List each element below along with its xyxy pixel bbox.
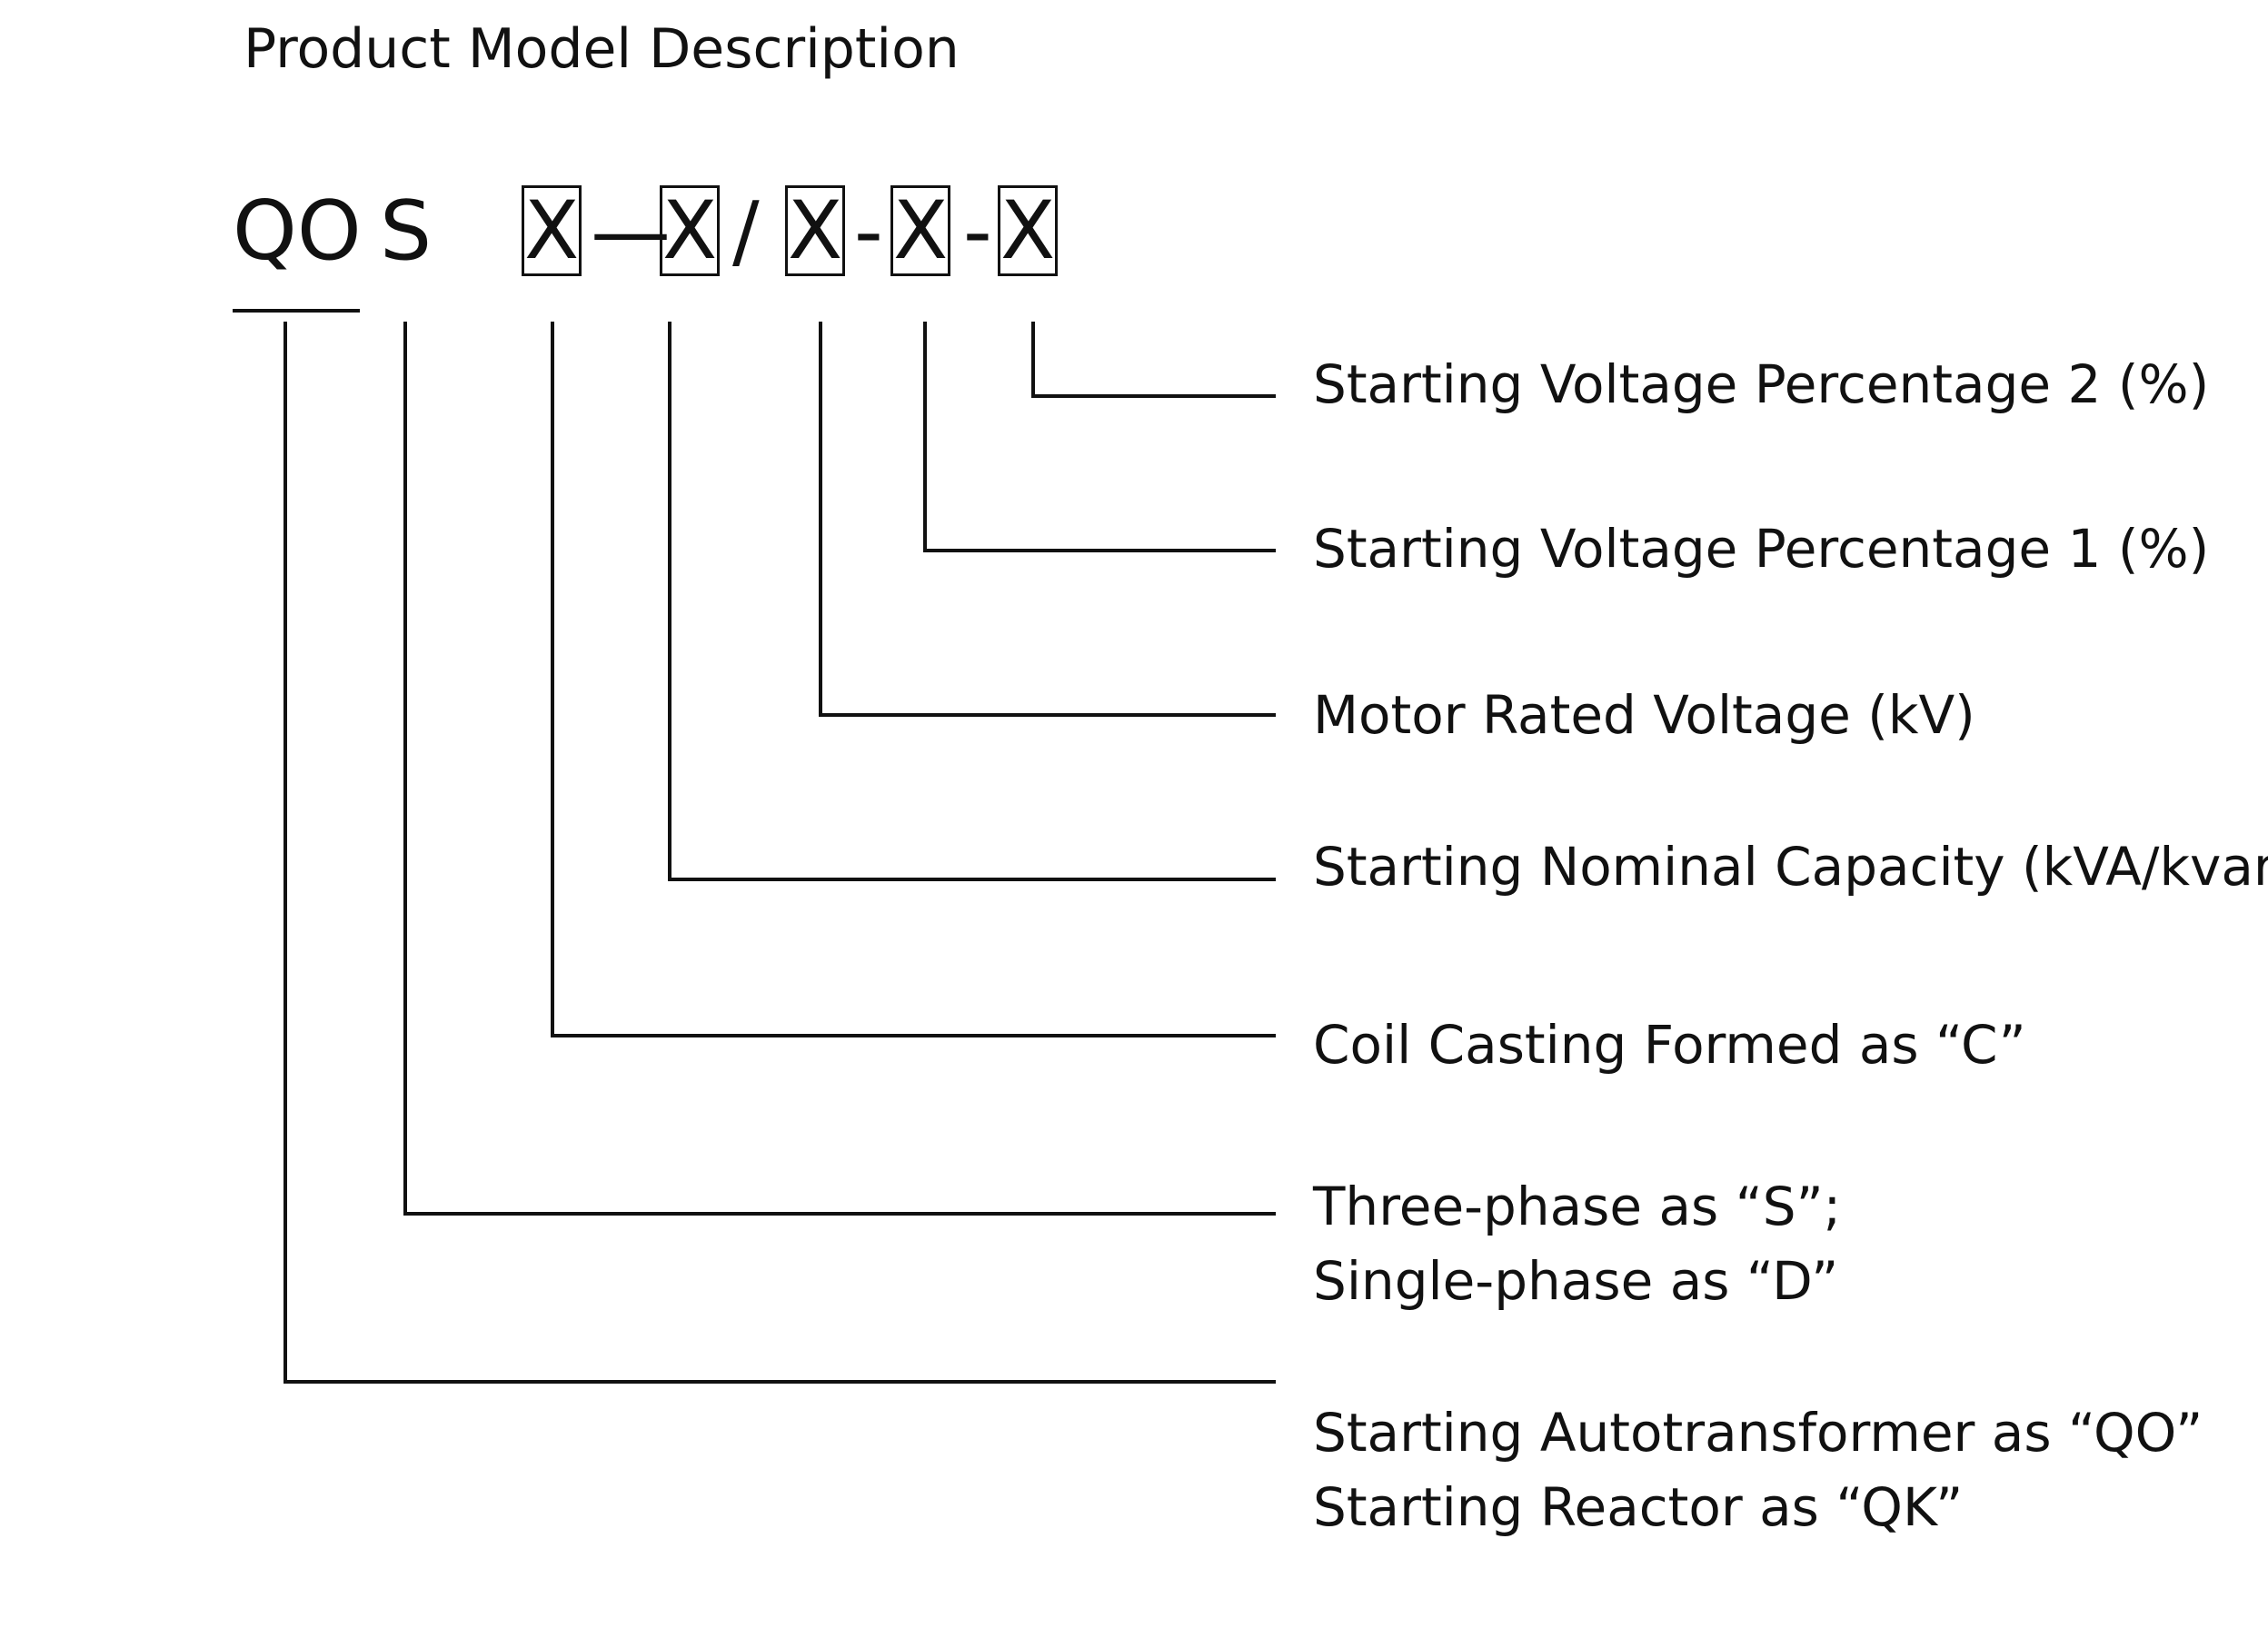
connector-nominal-capacity: [668, 322, 1276, 881]
desc-coil-casting: Coil Casting Formed as “C”: [1313, 1008, 2026, 1082]
desc-line: Three-phase as “S”;: [1313, 1176, 1842, 1237]
desc-type: Starting Autotransformer as “QO” Startin…: [1313, 1395, 2203, 1544]
desc-nominal-capacity: Starting Nominal Capacity (kVA/kvar): [1313, 829, 2268, 904]
desc-line: Starting Voltage Percentage 2 (%): [1313, 353, 2210, 415]
qo-underline: [233, 309, 360, 313]
diagram-title: Product Model Description: [244, 17, 960, 81]
separator-slash: /: [732, 184, 760, 278]
desc-phase: Three-phase as “S”; Single-phase as “D”: [1313, 1169, 1841, 1318]
separator-hyphen-2: -: [963, 184, 992, 278]
connector-type: [284, 322, 1276, 1384]
desc-line: Single-phase as “D”: [1313, 1250, 1839, 1312]
placeholder-box-3: X: [785, 185, 845, 276]
desc-line: Starting Voltage Percentage 1 (%): [1313, 518, 2210, 580]
desc-line: Starting Autotransformer as “QO”: [1313, 1402, 2203, 1464]
placeholder-box-5: X: [998, 185, 1058, 276]
desc-voltage-pct-2: Starting Voltage Percentage 2 (%): [1313, 347, 2209, 422]
connector-motor-voltage: [819, 322, 1276, 717]
connector-voltage-pct-1: [923, 322, 1276, 552]
desc-line: Coil Casting Formed as “C”: [1313, 1014, 2026, 1076]
placeholder-box-4: X: [890, 185, 950, 276]
connector-phase: [403, 322, 1276, 1216]
separator-hyphen-1: -: [854, 184, 883, 278]
desc-line: Motor Rated Voltage (kV): [1313, 684, 1975, 746]
placeholder-box-1: X: [522, 185, 582, 276]
model-prefix-s: S: [380, 184, 433, 279]
desc-motor-voltage: Motor Rated Voltage (kV): [1313, 678, 1975, 752]
connector-coil-casting: [551, 322, 1276, 1037]
desc-line: Starting Nominal Capacity (kVA/kvar): [1313, 836, 2268, 898]
placeholder-box-2: X: [660, 185, 720, 276]
desc-line: Starting Reactor as “QK”: [1313, 1476, 1964, 1538]
desc-voltage-pct-1: Starting Voltage Percentage 1 (%): [1313, 511, 2209, 586]
model-prefix-qo: QO: [233, 184, 362, 279]
connector-voltage-pct-2: [1031, 322, 1276, 398]
separator-dash: —: [591, 184, 671, 278]
